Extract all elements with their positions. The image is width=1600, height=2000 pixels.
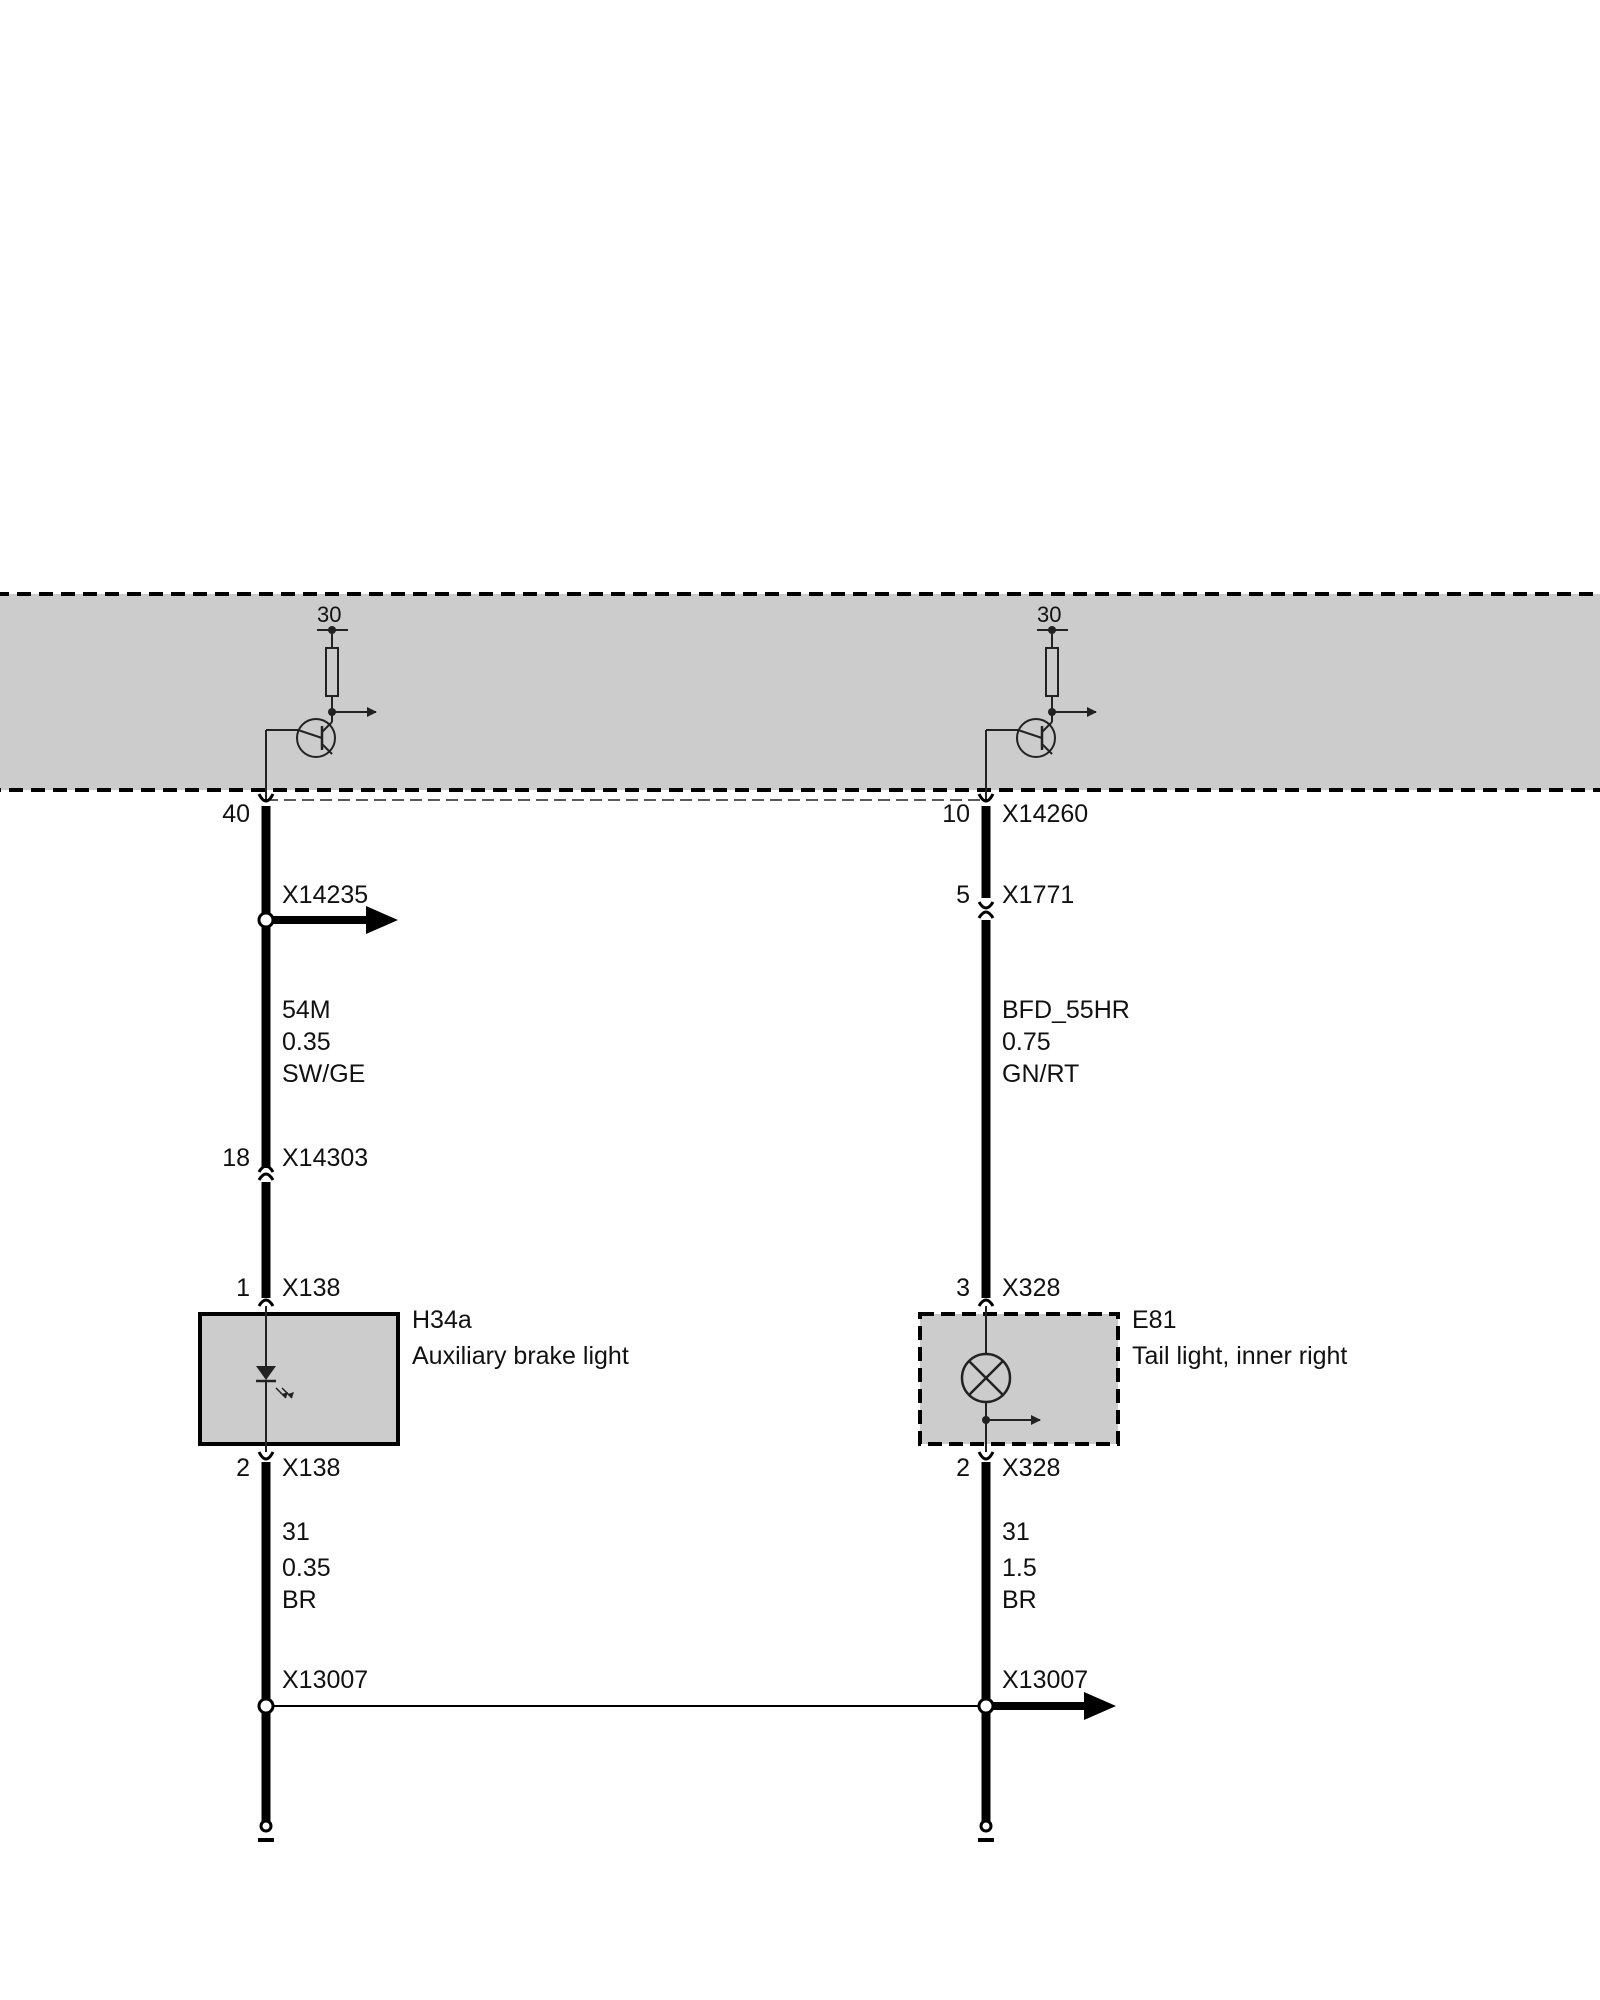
ground-splice-label: X13007 <box>1002 1666 1088 1694</box>
wire-signal: 31 <box>282 1518 310 1546</box>
connector-label: X328 <box>1002 1454 1060 1482</box>
left-circuit: 40 X14235 54M 0.35 SW/GE 18 X14303 1 X13… <box>198 793 629 1842</box>
component-box-h34a <box>198 1312 400 1446</box>
transistor-symbol-right: 30 <box>985 602 1097 800</box>
wire-color: BR <box>282 1586 317 1614</box>
pin-number: 18 <box>222 1144 250 1172</box>
wire-signal: BFD_55HR <box>1002 996 1130 1024</box>
control-unit-box <box>0 592 1600 792</box>
component-id: E81 <box>1132 1306 1176 1334</box>
component-pin-fork-out <box>977 1451 995 1461</box>
ground-splice-point <box>257 1697 275 1715</box>
splice-point <box>257 911 275 929</box>
supply-label-right: 30 <box>1037 602 1061 627</box>
wire-gauge: 0.75 <box>1002 1028 1051 1056</box>
component-id: H34a <box>412 1306 472 1334</box>
wire-signal: 54M <box>282 996 331 1024</box>
component-pin-fork-in <box>257 1298 275 1307</box>
pin-number: 40 <box>222 800 250 828</box>
wire-end-dot <box>979 1819 993 1833</box>
component-pin-fork-out <box>257 1451 275 1461</box>
right-circuit: 10 X14260 5 X1771 BFD_55HR 0.75 GN/RT 3 … <box>918 793 1347 1842</box>
wire-gauge: 0.35 <box>282 1554 331 1582</box>
connector-label: X138 <box>282 1454 340 1482</box>
connector-label: X138 <box>282 1274 340 1302</box>
wire-signal: 31 <box>1002 1518 1030 1546</box>
transistor-left <box>296 718 336 758</box>
component-name: Tail light, inner right <box>1132 1342 1347 1370</box>
splice-label: X14235 <box>282 881 368 909</box>
wire-color: SW/GE <box>282 1060 365 1088</box>
connector-fork-mid <box>257 1164 275 1173</box>
wire-color: BR <box>1002 1586 1037 1614</box>
wire-end-dot <box>259 1819 273 1833</box>
pin-number: 5 <box>956 881 970 909</box>
ground-splice-label: X13007 <box>282 1666 368 1694</box>
wire-gauge: 1.5 <box>1002 1554 1037 1582</box>
lamp-icon <box>960 1306 1041 1452</box>
pin-number: 2 <box>236 1454 250 1482</box>
component-box-e81 <box>918 1312 1120 1446</box>
pin-number: 10 <box>942 800 970 828</box>
supply-label-left: 30 <box>317 602 341 627</box>
pin-fork-left-top <box>257 793 275 803</box>
component-pin-fork-in <box>977 1298 995 1307</box>
connector-label: X14303 <box>282 1144 368 1172</box>
transistor-symbol-left: 30 <box>265 602 377 800</box>
led-icon <box>256 1306 294 1452</box>
connector-label: X14260 <box>1002 800 1088 828</box>
pin-number: 1 <box>236 1274 250 1302</box>
connector-label: X1771 <box>1002 881 1074 909</box>
wire-color: GN/RT <box>1002 1060 1079 1088</box>
connector-fork-upper <box>977 901 995 910</box>
wire-gauge: 0.35 <box>282 1028 331 1056</box>
pin-number: 3 <box>956 1274 970 1302</box>
pin-number: 2 <box>956 1454 970 1482</box>
transistor-right <box>1016 718 1056 758</box>
pin-fork-right-top <box>977 793 995 803</box>
control-unit: 30 30 <box>0 592 1600 801</box>
ground-splice-point <box>977 1697 995 1715</box>
component-name: Auxiliary brake light <box>412 1342 629 1370</box>
connector-label: X328 <box>1002 1274 1060 1302</box>
